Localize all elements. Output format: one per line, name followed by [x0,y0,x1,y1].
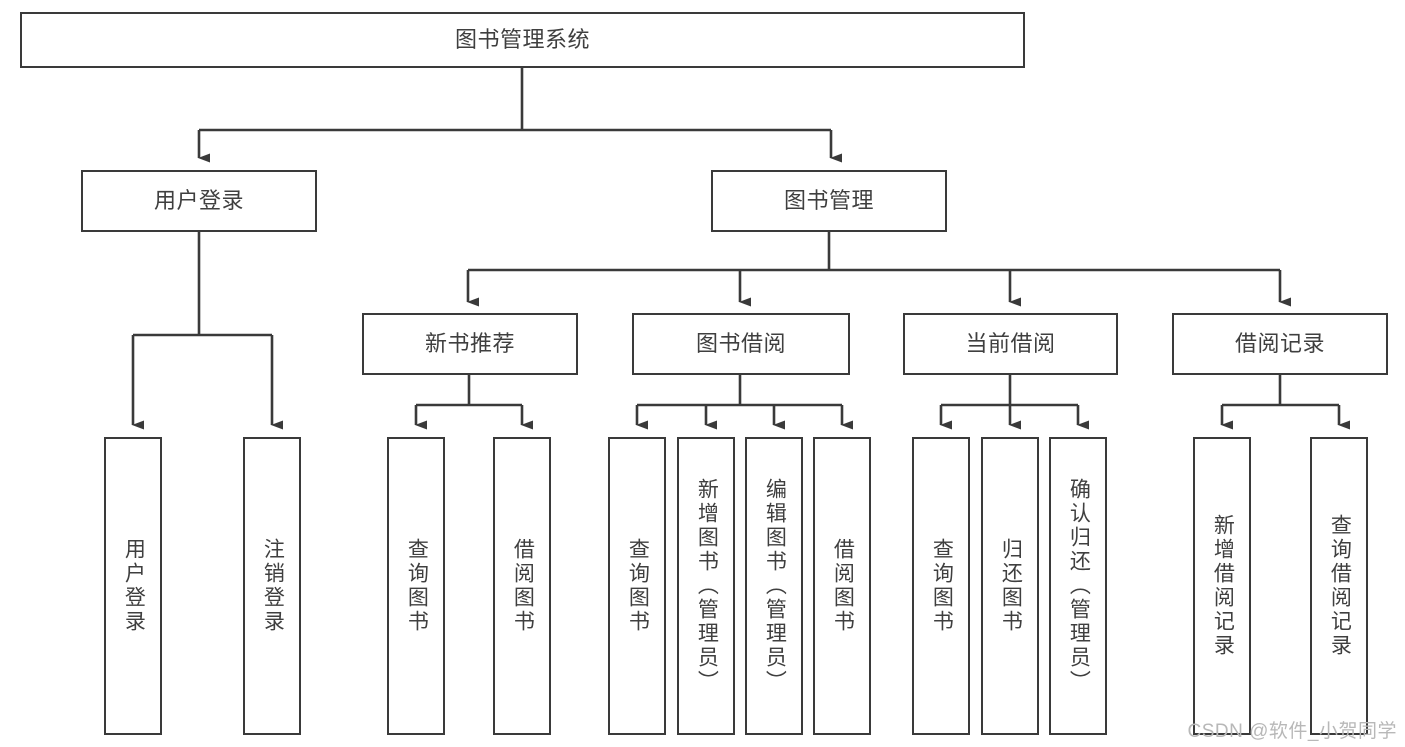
node-leaf-user-login[interactable]: 用户登录 [104,437,162,735]
node-new-book-recommend[interactable]: 新书推荐 [362,313,578,375]
node-leaf-borrow-book-1[interactable]: 借阅图书 [493,437,551,735]
node-borrow-record[interactable]: 借阅记录 [1172,313,1388,375]
node-user-login-label: 用户登录 [153,188,244,214]
node-leaf-confirm-return-label: 确认归还（管理员） [1067,478,1091,694]
node-leaf-return-book[interactable]: 归还图书 [981,437,1039,735]
node-leaf-query-record-label: 查询借阅记录 [1328,514,1352,658]
node-leaf-add-book-label: 新增图书（管理员） [695,478,719,694]
node-leaf-edit-book-label: 编辑图书（管理员） [763,478,787,694]
node-leaf-add-book[interactable]: 新增图书（管理员） [677,437,735,735]
node-book-borrow[interactable]: 图书借阅 [632,313,850,375]
node-leaf-logout-label: 注销登录 [261,538,285,634]
node-root[interactable]: 图书管理系统 [20,12,1025,68]
node-current-borrow-label: 当前借阅 [965,331,1056,357]
node-leaf-query-book-1-label: 查询图书 [405,538,429,634]
node-leaf-query-book-3-label: 查询图书 [930,538,954,634]
node-book-manage-label: 图书管理 [783,188,874,214]
node-leaf-user-login-label: 用户登录 [122,538,146,634]
node-book-manage[interactable]: 图书管理 [711,170,947,232]
node-leaf-borrow-book-2-label: 借阅图书 [831,538,855,634]
node-book-borrow-label: 图书借阅 [695,331,786,357]
node-leaf-confirm-return[interactable]: 确认归还（管理员） [1049,437,1107,735]
node-leaf-borrow-book-2[interactable]: 借阅图书 [813,437,871,735]
node-leaf-query-book-2[interactable]: 查询图书 [608,437,666,735]
node-leaf-borrow-book-1-label: 借阅图书 [511,538,535,634]
node-leaf-query-book-3[interactable]: 查询图书 [912,437,970,735]
node-current-borrow[interactable]: 当前借阅 [903,313,1118,375]
node-leaf-add-record-label: 新增借阅记录 [1211,514,1235,658]
node-root-label: 图书管理系统 [454,27,590,53]
node-borrow-record-label: 借阅记录 [1234,331,1325,357]
node-leaf-edit-book[interactable]: 编辑图书（管理员） [745,437,803,735]
node-leaf-query-record[interactable]: 查询借阅记录 [1310,437,1368,735]
node-leaf-add-record[interactable]: 新增借阅记录 [1193,437,1251,735]
node-leaf-logout[interactable]: 注销登录 [243,437,301,735]
node-user-login[interactable]: 用户登录 [81,170,317,232]
node-leaf-query-book-2-label: 查询图书 [626,538,650,634]
node-leaf-return-book-label: 归还图书 [999,538,1023,634]
node-leaf-query-book-1[interactable]: 查询图书 [387,437,445,735]
csdn-watermark: CSDN @软件_小贺同学 [1187,721,1397,742]
node-new-book-recommend-label: 新书推荐 [424,331,515,357]
